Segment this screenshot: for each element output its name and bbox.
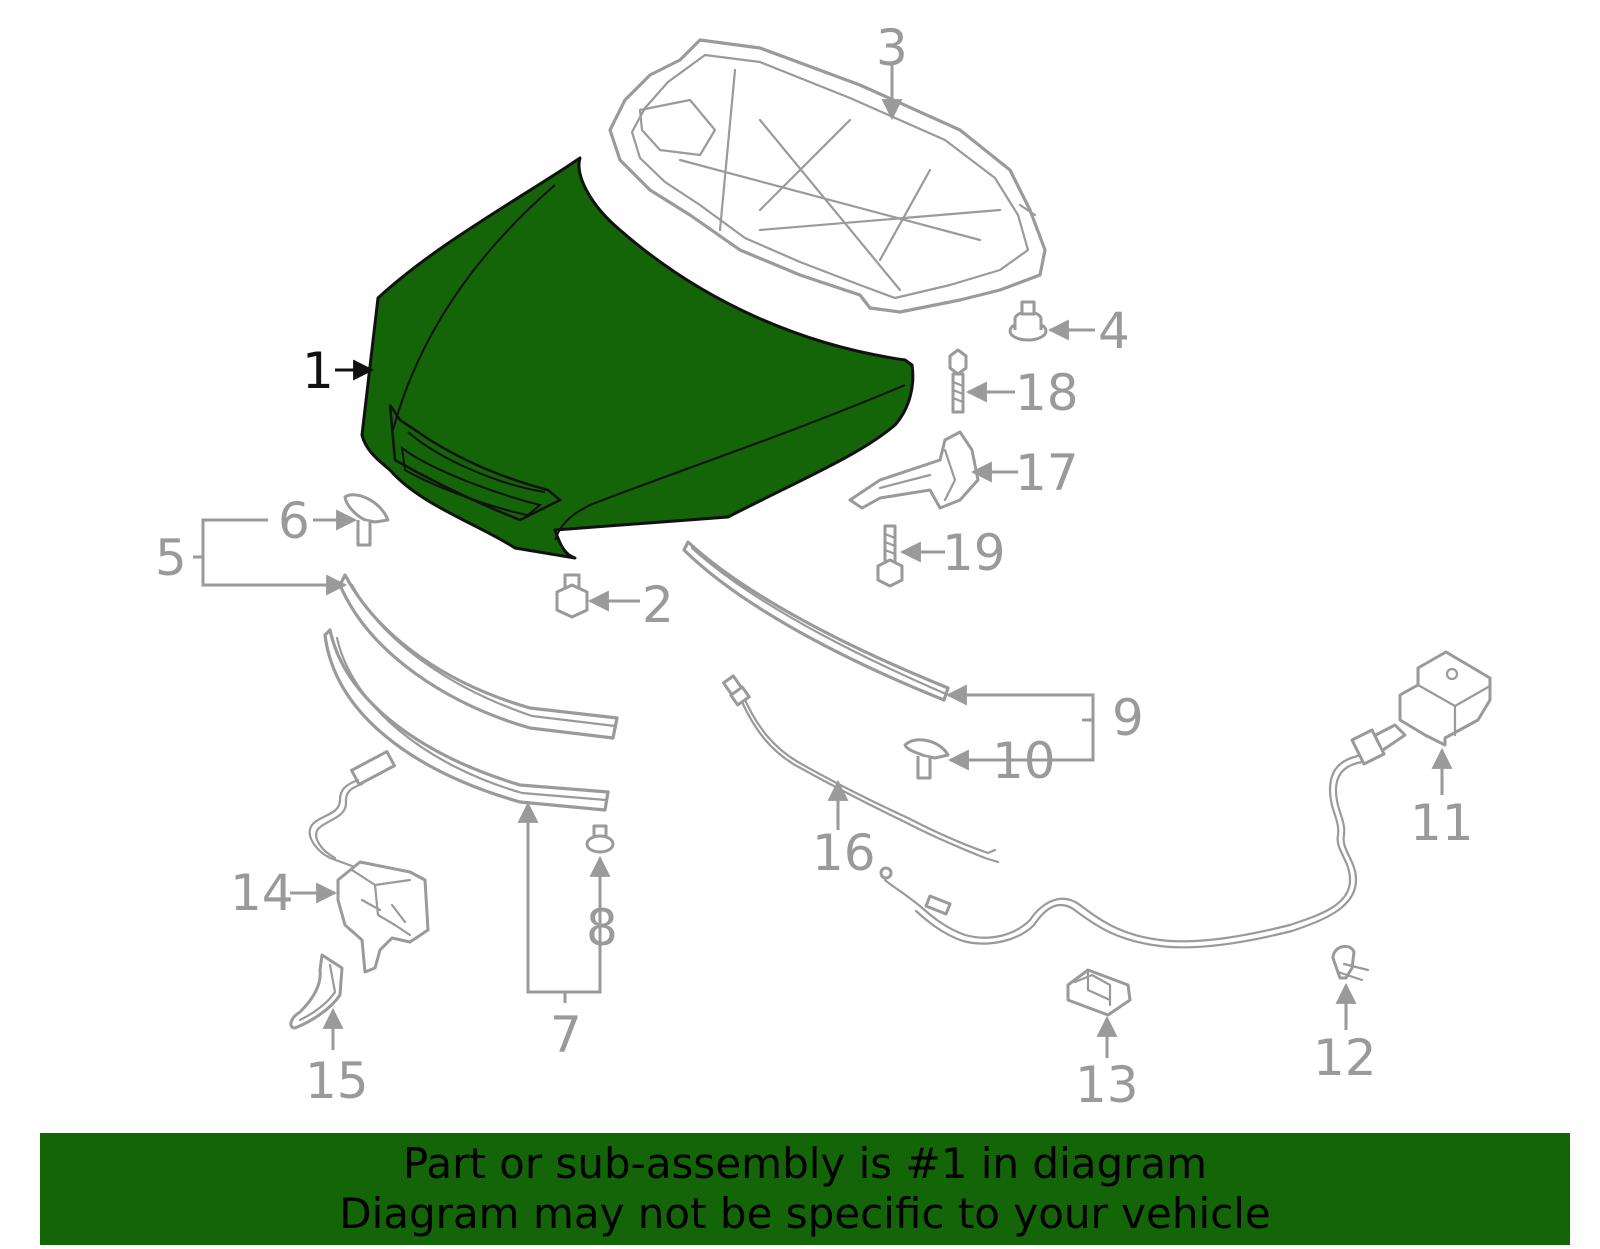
banner-line-2: Diagram may not be specific to your vehi… <box>339 1189 1271 1238</box>
part-14-hood-lock <box>308 750 430 974</box>
callout-15: 15 <box>305 1052 369 1110</box>
part-8-clip <box>585 824 615 854</box>
callout-18: 18 <box>1015 364 1079 422</box>
part-6-clip <box>343 493 390 547</box>
part-11-latch <box>1350 650 1492 766</box>
part-5-seal <box>338 573 619 740</box>
part-1-hood <box>360 156 915 560</box>
part-3-hood-insulator <box>608 38 1047 314</box>
part-18-bolt <box>948 348 968 414</box>
part-7-seal <box>323 628 610 812</box>
callout-9: 9 <box>1112 689 1144 747</box>
part-16-wire <box>721 674 1000 864</box>
callout-19: 19 <box>942 524 1006 582</box>
part-13-bumper <box>1066 968 1132 1017</box>
callout-10: 10 <box>992 732 1056 790</box>
callout-2: 2 <box>642 576 674 634</box>
callout-16: 16 <box>812 824 876 882</box>
callout-12: 12 <box>1313 1029 1377 1087</box>
part-19-bolt <box>876 524 904 588</box>
part-4-grommet <box>1008 300 1048 342</box>
parts-diagram: 1 2 3 4 5 6 7 8 9 10 11 12 13 14 15 16 1… <box>155 19 1492 1114</box>
part-2-nut <box>555 573 589 619</box>
callout-6: 6 <box>278 492 310 550</box>
callout-1: 1 <box>302 342 334 400</box>
part-11-cable <box>879 754 1364 949</box>
leader-lines <box>193 65 1453 1058</box>
callout-13: 13 <box>1075 1056 1139 1114</box>
part-12-clip <box>1331 944 1370 982</box>
hood-panel <box>360 156 915 560</box>
part-10-clip <box>903 738 950 780</box>
callout-8: 8 <box>586 899 618 957</box>
part-9-weatherstrip <box>682 540 950 702</box>
callout-5: 5 <box>155 529 187 587</box>
callout-labels: 1 2 3 4 5 6 7 8 9 10 11 12 13 14 15 16 1… <box>155 19 1474 1114</box>
callout-11: 11 <box>1410 794 1474 852</box>
info-banner: Part or sub-assembly is #1 in diagram Di… <box>40 1133 1570 1245</box>
callout-3: 3 <box>876 19 908 77</box>
callout-4: 4 <box>1098 302 1130 360</box>
callout-17: 17 <box>1015 444 1079 502</box>
callout-14: 14 <box>230 864 294 922</box>
callout-7: 7 <box>550 1006 582 1064</box>
banner-line-1: Part or sub-assembly is #1 in diagram <box>402 1139 1208 1188</box>
